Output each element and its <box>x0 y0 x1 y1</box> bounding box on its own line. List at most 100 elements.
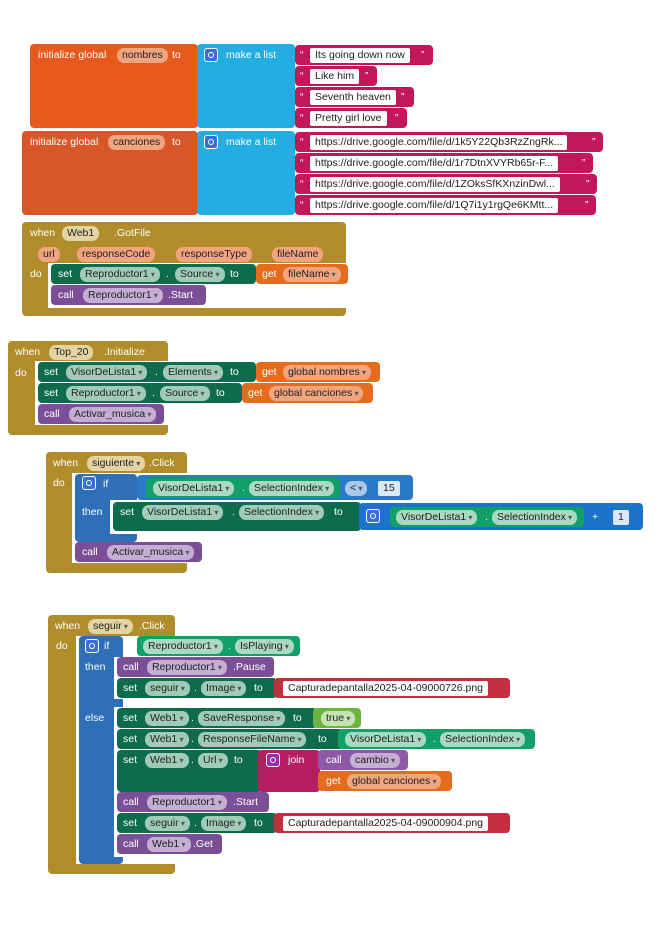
component-web1[interactable]: Web1 <box>62 226 100 241</box>
dot-label: . <box>232 506 235 518</box>
variable-name-nombres[interactable]: nombres <box>117 48 168 63</box>
quote-icon: “ <box>300 178 304 190</box>
call-label: call <box>123 838 139 850</box>
variable-dropdown[interactable]: fileName <box>283 267 341 282</box>
quote-icon: ” <box>365 70 369 82</box>
operator-dropdown[interactable]: < <box>345 481 368 496</box>
component-seguir[interactable]: seguir <box>88 619 133 634</box>
get-label: get <box>262 366 277 378</box>
when-label: when <box>30 227 56 239</box>
component-dropdown[interactable]: Web1 <box>147 837 191 852</box>
component-dropdown[interactable]: Reproductor1 <box>147 660 227 675</box>
url-item-1[interactable]: https://drive.google.com/file/d/1k5Y22Qb… <box>310 135 568 150</box>
set-seguir-image-block[interactable] <box>117 813 277 833</box>
param-responsetype[interactable]: responseType <box>176 247 252 262</box>
property-dropdown[interactable]: SelectionIndex <box>440 732 526 747</box>
component-dropdown[interactable]: Reproductor1 <box>80 267 160 282</box>
property-dropdown[interactable]: SelectionIndex <box>492 510 578 525</box>
component-dropdown[interactable]: Reproductor1 <box>83 288 163 303</box>
number-15[interactable]: 15 <box>378 481 400 496</box>
param-filename[interactable]: fileName <box>272 247 324 262</box>
variable-dropdown[interactable]: global canciones <box>347 774 442 789</box>
property-dropdown[interactable]: IsPlaying <box>235 639 294 654</box>
component-dropdown[interactable]: Reproductor1 <box>147 795 227 810</box>
property-dropdown[interactable]: Elements <box>163 365 224 380</box>
component-dropdown[interactable]: seguir <box>145 816 190 831</box>
set-label: set <box>58 268 73 280</box>
to-label: to <box>230 268 239 280</box>
param-responsecode[interactable]: responseCode <box>77 247 156 262</box>
when-label: when <box>53 457 79 469</box>
property-dropdown[interactable]: Source <box>175 267 225 282</box>
dot-label: . <box>433 733 436 745</box>
dot-label: . <box>191 712 194 724</box>
mutator-gear-icon[interactable] <box>204 135 218 149</box>
text-item-1[interactable]: Its going down now <box>310 48 410 63</box>
text-item-3[interactable]: Seventh heaven <box>310 90 396 105</box>
boolean-dropdown[interactable]: true <box>321 711 356 726</box>
mutator-gear-icon[interactable] <box>82 476 96 490</box>
component-dropdown[interactable]: Web1 <box>145 753 189 768</box>
make-list-label: make a list <box>226 136 277 148</box>
do-label: do <box>53 477 65 489</box>
dot-label: . <box>166 268 169 280</box>
event-name: .Click <box>139 620 165 632</box>
url-item-3[interactable]: https://drive.google.com/file/d/1ZOksSfK… <box>310 177 560 192</box>
set-label: set <box>123 712 138 724</box>
component-dropdown[interactable]: seguir <box>145 681 190 696</box>
method-name: .Pause <box>233 661 266 673</box>
then-label: then <box>82 506 103 518</box>
method-name: .Start <box>168 289 194 301</box>
init-global-nombres-block[interactable] <box>30 44 198 128</box>
component-dropdown[interactable]: VisorDeLista1 <box>396 510 478 525</box>
property-dropdown[interactable]: Image <box>201 816 247 831</box>
set-web1-url-block[interactable] <box>117 750 262 792</box>
component-top20[interactable]: Top_20 <box>49 345 94 360</box>
dot-label: . <box>152 387 155 399</box>
init-global-label: initialize global <box>38 49 107 61</box>
quote-icon: ” <box>586 178 590 190</box>
procedure-dropdown[interactable]: cambio <box>350 753 401 768</box>
component-siguiente[interactable]: siguiente <box>87 456 146 471</box>
property-dropdown[interactable]: SelectionIndex <box>249 481 335 496</box>
property-dropdown[interactable]: Image <box>201 681 247 696</box>
mutator-gear-icon[interactable] <box>366 509 380 523</box>
quote-icon: “ <box>300 91 304 103</box>
property-dropdown[interactable]: SelectionIndex <box>239 505 325 520</box>
set-seguir-image-block[interactable] <box>117 678 277 698</box>
component-dropdown[interactable]: Web1 <box>145 732 189 747</box>
mutator-gear-icon[interactable] <box>266 753 280 767</box>
variable-name-canciones[interactable]: canciones <box>108 135 166 150</box>
text-item-2[interactable]: Like him <box>310 69 360 84</box>
make-list-label: make a list <box>226 49 277 61</box>
to-label: to <box>293 712 302 724</box>
component-dropdown[interactable]: Web1 <box>145 711 189 726</box>
else-label: else <box>85 712 105 724</box>
mutator-gear-icon[interactable] <box>204 48 218 62</box>
mutator-gear-icon[interactable] <box>85 639 99 653</box>
procedure-dropdown[interactable]: Activar_musica <box>107 545 195 560</box>
text-item-4[interactable]: Pretty girl love <box>310 111 387 126</box>
number-1[interactable]: 1 <box>613 510 629 525</box>
component-dropdown[interactable]: Reproductor1 <box>143 639 223 654</box>
property-dropdown[interactable]: Url <box>198 753 228 768</box>
component-dropdown[interactable]: Reproductor1 <box>66 386 146 401</box>
to-label: to <box>334 506 343 518</box>
component-dropdown[interactable]: VisorDeLista1 <box>142 505 224 520</box>
property-dropdown[interactable]: ResponseFileName <box>198 732 307 747</box>
component-dropdown[interactable]: VisorDeLista1 <box>66 365 148 380</box>
url-item-2[interactable]: https://drive.google.com/file/d/1r7DtnXV… <box>310 156 559 171</box>
method-name: .Get <box>193 838 213 850</box>
property-dropdown[interactable]: Source <box>160 386 210 401</box>
url-item-4[interactable]: https://drive.google.com/file/d/1Q7i1y1r… <box>310 198 559 213</box>
variable-dropdown[interactable]: global canciones <box>269 386 364 401</box>
procedure-dropdown[interactable]: Activar_musica <box>69 407 157 422</box>
variable-dropdown[interactable]: global nombres <box>283 365 372 380</box>
property-dropdown[interactable]: SaveResponse <box>198 711 286 726</box>
quote-icon: “ <box>300 70 304 82</box>
param-url[interactable]: url <box>38 247 60 262</box>
component-dropdown[interactable]: VisorDeLista1 <box>153 481 235 496</box>
image-asset-value[interactable]: Capturadepantalla2025-04-09000904.png <box>283 816 488 831</box>
component-dropdown[interactable]: VisorDeLista1 <box>345 732 427 747</box>
image-asset-value[interactable]: Capturadepantalla2025-04-09000726.png <box>283 681 488 696</box>
